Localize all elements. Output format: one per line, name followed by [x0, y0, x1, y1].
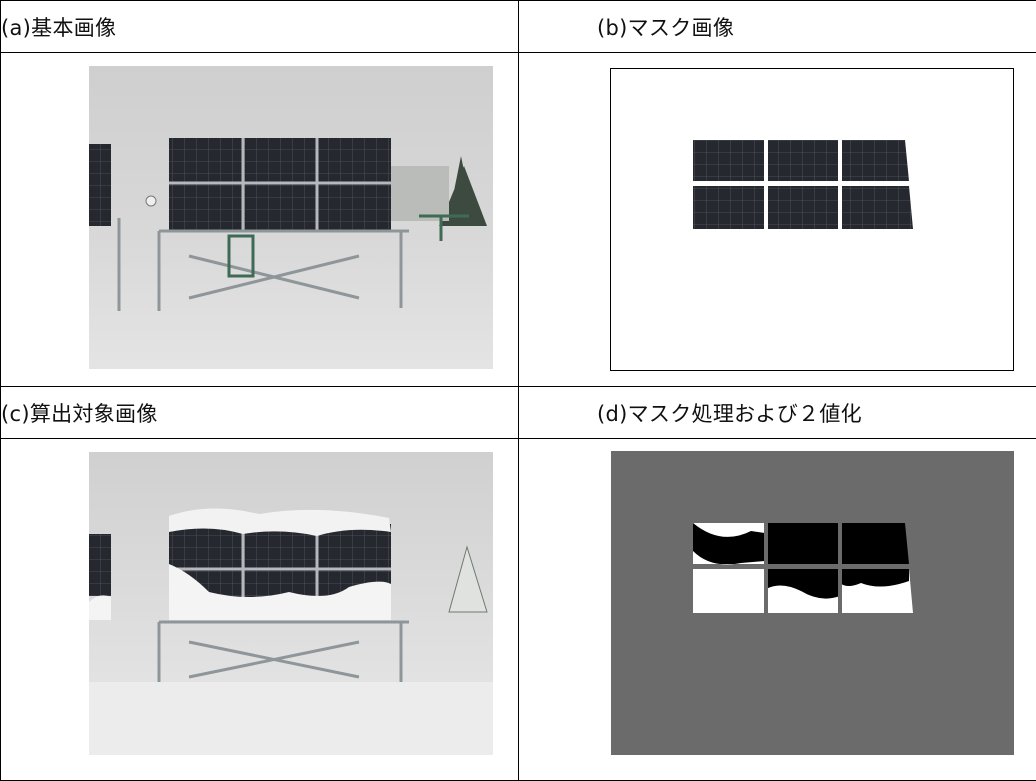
cell-a [0, 52, 519, 387]
mask-image [610, 68, 1014, 371]
caption-b: (b)マスク画像 [518, 0, 1036, 53]
cell-d [518, 438, 1036, 781]
base-image [89, 66, 493, 369]
binarized-image [611, 451, 1014, 755]
cell-c [0, 438, 519, 781]
target-image [89, 452, 493, 755]
caption-a: (a)基本画像 [0, 0, 519, 53]
caption-d: (d)マスク処理および２値化 [518, 386, 1036, 439]
cell-b [518, 52, 1036, 387]
caption-c: (c)算出対象画像 [0, 386, 519, 439]
